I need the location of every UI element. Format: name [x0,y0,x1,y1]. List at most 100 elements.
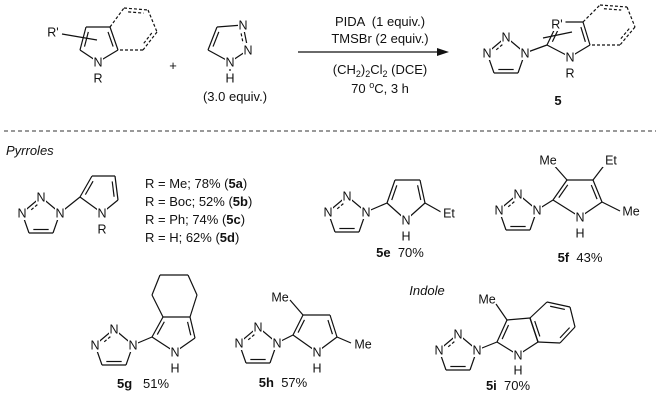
atom-label-background [253,320,263,334]
atom-label-background [440,206,458,220]
atom-label-background [225,55,235,69]
atom-label-background [17,206,27,220]
atom-label-background [453,327,463,341]
bond [187,274,198,296]
triazole-n3: N [494,204,503,218]
triazole-n2: N [36,191,45,205]
label-5f: 5f 43% [558,250,603,265]
entry-5b: R = Boc; 52% (5b) [145,194,252,209]
atom-label-background [575,210,585,224]
bond [424,202,442,213]
atom-label-background [539,153,557,167]
atom-label-background [93,71,103,85]
atom-label-background [55,206,65,220]
entry-5c: R = Ph; 74% (5c) [145,212,245,227]
pyrrole-n: N [93,56,102,70]
atom-label: H [225,72,234,86]
triazole-n2: N [109,323,118,337]
bond [601,201,621,212]
atom-label: R' [551,18,562,32]
triazole-n2: N [342,190,351,204]
double-bond-inner [240,33,244,44]
bond [151,274,161,296]
atom-label: H [513,364,522,378]
double-bond-inner [246,334,255,342]
entry-5d: R = H; 62% (5d) [145,230,239,245]
ethyl-group: Et [605,154,617,168]
atom-label: N [238,19,247,33]
bond [496,319,508,343]
atom-label: N [565,51,574,65]
atom-label-background [97,206,107,220]
bond [292,314,304,336]
atom-label-background [170,345,180,359]
atom-label-background [434,343,444,357]
substituent-bond [61,33,98,41]
atom-label: N [170,346,179,360]
atom-label-background [478,292,496,306]
double-bond-inner [494,44,503,52]
bond [109,26,119,51]
atom-label-background [513,187,523,201]
triazole-n2: N [453,328,462,342]
plus-sign: + [169,58,177,73]
double-bond-inner [156,321,165,335]
double-bond-inner [111,181,115,197]
atom-label-background [234,336,244,350]
atom-label: R [97,223,106,237]
dashed-bond [123,7,149,11]
label-5i: 5i 70% [486,378,531,393]
bond [79,26,87,51]
triazole-n3: N [482,47,491,61]
triazole-n3: N [234,337,243,351]
bond-layer [21,4,636,371]
atom-label-background [93,55,103,69]
atom-label-background [602,153,620,167]
atom-label: N [312,346,321,360]
double-bond-inner [102,336,111,344]
atom-label-background [548,17,566,31]
atom-label-background [243,43,253,57]
double-bond-inner [128,11,144,14]
double-bond-inner [212,31,220,47]
atom-label: N [401,214,410,228]
triazole-n3: N [90,339,99,353]
bond [582,21,591,46]
double-bond-inner [391,185,398,201]
atom-label-background [565,66,575,80]
bond [569,306,576,328]
label-5h: 5h 57% [259,375,308,390]
methyl-group: Me [271,291,288,305]
bond [592,179,603,203]
bond [151,316,164,338]
condition-solvent: (CH2)2Cl2 (DCE) [333,62,428,79]
atom-label-background [354,337,372,351]
atom-label-background [501,30,511,44]
atom-label-background [565,50,575,64]
atom-label-background [532,203,542,217]
triazole-n1: N [272,337,281,351]
reaction-arrow [298,48,449,56]
atom-label-background [109,322,119,336]
atom-label-background [520,46,530,60]
double-bond-inner [142,32,153,45]
double-bond-inner [83,31,89,47]
triazole-n1: N [361,206,370,220]
atom-label-background [342,189,352,203]
triazole-n1: N [532,204,541,218]
bond [207,26,218,51]
bond [495,303,508,321]
atom-label: R [565,67,574,81]
atom-label-background [238,18,248,32]
atom-label-background [44,25,62,39]
bond [506,317,531,321]
dashed-bond [142,31,158,51]
atom-label: N [225,56,234,70]
atom-label: H [312,362,321,376]
double-bond-inner [327,319,334,335]
double-bond-inner [297,319,305,333]
atom-label-background [312,345,322,359]
methyl-group: Me [622,205,639,219]
entry-5a: R = Me; 78% (5a) [145,176,247,191]
atom-label-background [225,71,235,85]
